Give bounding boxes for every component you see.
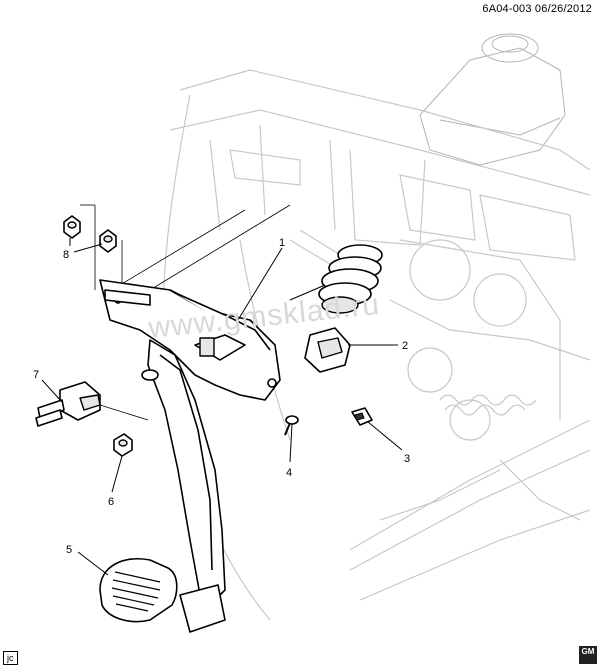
callout-4: 4 bbox=[286, 467, 292, 479]
leader-5 bbox=[77, 551, 109, 576]
brake-pedal-arm bbox=[141, 339, 226, 633]
callout-3: 3 bbox=[404, 453, 410, 465]
callout-5: 5 bbox=[66, 544, 72, 556]
pedal-position-sensor bbox=[304, 327, 398, 373]
brake-pedal-pad bbox=[99, 558, 178, 623]
callout-6: 6 bbox=[108, 496, 114, 508]
callout-1: 1 bbox=[279, 237, 285, 249]
retainer-clip bbox=[351, 407, 403, 451]
illustrator-tag: jc bbox=[3, 651, 18, 665]
pedal-bracket bbox=[99, 279, 281, 401]
booster-boot bbox=[289, 244, 383, 314]
pivot-nut bbox=[111, 433, 133, 493]
bracket-nuts bbox=[63, 215, 117, 253]
gm-logo-icon: GM bbox=[579, 646, 597, 664]
callout-2: 2 bbox=[402, 340, 408, 352]
leader-1 bbox=[237, 247, 283, 321]
gm-logo-label: GM bbox=[581, 647, 595, 656]
callout-8: 8 bbox=[63, 249, 69, 261]
bolt bbox=[284, 415, 299, 463]
callout-7: 7 bbox=[33, 369, 39, 381]
stoplamp-switch bbox=[35, 379, 149, 427]
diagram-reference: 6A04-003 06/26/2012 bbox=[482, 3, 592, 15]
